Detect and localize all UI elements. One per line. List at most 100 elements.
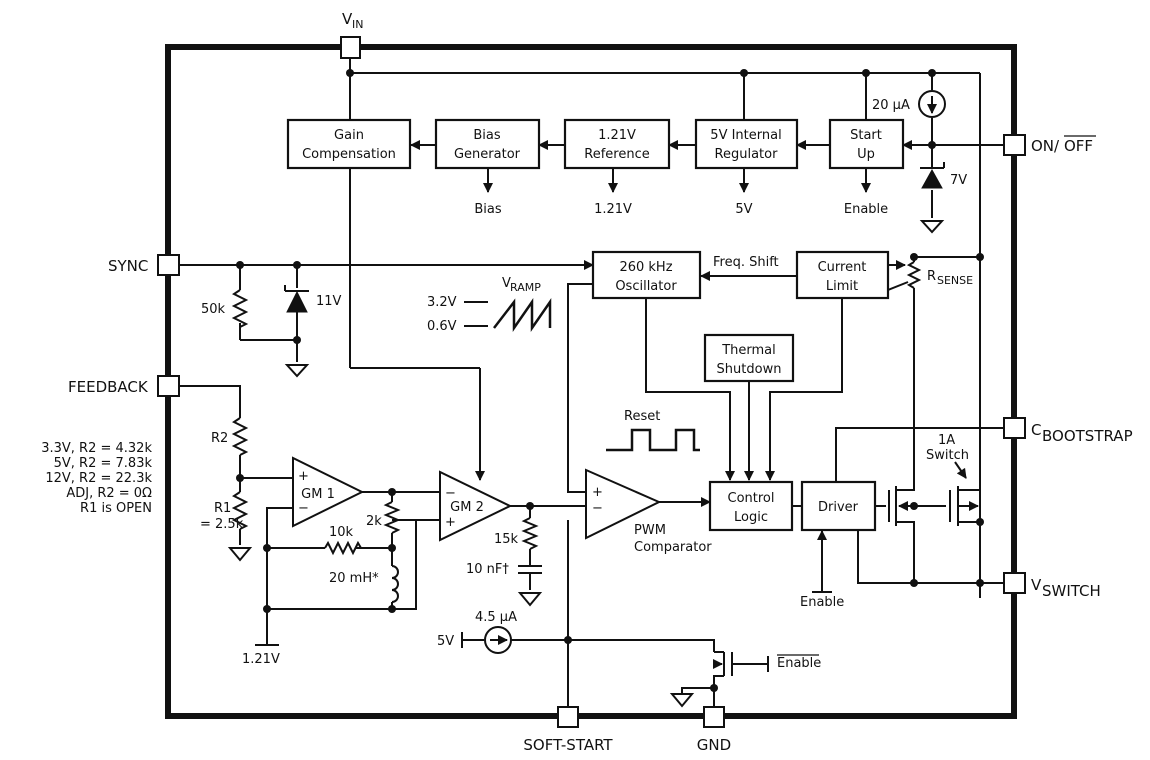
label-switch: Switch bbox=[926, 448, 969, 463]
gm1-amplifier: GM 1 + − bbox=[292, 456, 365, 528]
pin-cbootstrap: C BOOTSTRAP bbox=[1003, 417, 1133, 445]
svg-text:Reference: Reference bbox=[584, 147, 649, 162]
svg-text:IN: IN bbox=[352, 18, 363, 31]
control-logic-block: Control Logic bbox=[708, 480, 794, 532]
label-1-21v-bottom: 1.21V bbox=[242, 652, 280, 667]
svg-text:Logic: Logic bbox=[734, 510, 768, 525]
svg-text:ADJ, R2 = 0Ω: ADJ, R2 = 0Ω bbox=[66, 486, 152, 501]
svg-text:SWITCH: SWITCH bbox=[1042, 582, 1101, 600]
pin-vswitch: V SWITCH bbox=[1003, 572, 1101, 600]
svg-text:Compensation: Compensation bbox=[302, 147, 396, 162]
internal-regulator-block: 5V Internal Regulator bbox=[694, 118, 799, 170]
svg-text:RAMP: RAMP bbox=[510, 281, 541, 294]
svg-text:GM 2: GM 2 bbox=[450, 500, 484, 515]
svg-text:GND: GND bbox=[697, 736, 731, 754]
svg-text:Limit: Limit bbox=[826, 279, 858, 294]
svg-text:−: − bbox=[445, 486, 456, 501]
label-r1-value: = 2.5k bbox=[200, 517, 244, 532]
svg-text:R1 is OPEN: R1 is OPEN bbox=[80, 501, 152, 516]
svg-text:C: C bbox=[1031, 421, 1041, 439]
svg-text:SYNC: SYNC bbox=[108, 257, 148, 275]
svg-text:Gain: Gain bbox=[334, 128, 364, 143]
zener-11v bbox=[284, 285, 309, 313]
svg-text:V: V bbox=[1031, 576, 1042, 594]
label-pwm: PWM bbox=[634, 523, 666, 538]
label-20mh: 20 mH* bbox=[329, 571, 379, 586]
svg-text:0.6V: 0.6V bbox=[427, 319, 457, 334]
thermal-shutdown-block: Thermal Shutdown bbox=[703, 333, 795, 383]
feedback-network bbox=[179, 385, 440, 646]
label-20ua: 20 μA bbox=[872, 98, 910, 113]
label-bias-out: Bias bbox=[474, 202, 501, 217]
pwm-comparator: + − bbox=[585, 468, 662, 540]
svg-text:ON/: ON/ bbox=[1031, 137, 1060, 155]
label-50k: 50k bbox=[201, 302, 226, 317]
gain-compensation-block: Gain Compensation bbox=[286, 118, 412, 170]
svg-text:1.21V: 1.21V bbox=[598, 128, 636, 143]
svg-text:Generator: Generator bbox=[454, 147, 521, 162]
pin-feedback: FEEDBACK bbox=[68, 375, 180, 397]
reference-block: 1.21V Reference bbox=[563, 118, 671, 170]
driver-block: Driver bbox=[800, 480, 877, 532]
svg-text:V: V bbox=[342, 10, 353, 28]
svg-text:GM 1: GM 1 bbox=[301, 487, 335, 502]
sync-wiring bbox=[179, 260, 594, 378]
svg-text:3.2V: 3.2V bbox=[427, 295, 457, 310]
label-10k: 10k bbox=[329, 525, 354, 540]
svg-text:Driver: Driver bbox=[818, 500, 859, 515]
pin-vin: V IN bbox=[340, 10, 363, 59]
svg-text:−: − bbox=[592, 501, 603, 516]
compensation-and-pwm-wiring bbox=[510, 283, 711, 707]
current-source-20ua bbox=[918, 90, 946, 118]
svg-text:+: + bbox=[298, 469, 309, 484]
svg-text:5V, R2 = 7.83k: 5V, R2 = 7.83k bbox=[54, 456, 153, 471]
svg-text:BOOTSTRAP: BOOTSTRAP bbox=[1042, 427, 1133, 445]
label-5v-soft: 5V bbox=[437, 634, 454, 649]
label-reset: Reset bbox=[624, 409, 660, 424]
svg-text:Shutdown: Shutdown bbox=[717, 362, 782, 377]
label-7v: 7V bbox=[950, 173, 967, 188]
svg-text:+: + bbox=[445, 515, 456, 530]
label-rsense-sub: SENSE bbox=[937, 274, 973, 287]
svg-text:SOFT-START: SOFT-START bbox=[523, 736, 613, 754]
svg-text:Up: Up bbox=[857, 147, 875, 162]
svg-text:−: − bbox=[298, 501, 309, 516]
gm2-amplifier: GM 2 − + bbox=[439, 470, 513, 542]
top-dots bbox=[346, 69, 936, 149]
label-1a: 1A bbox=[938, 433, 955, 448]
label-r2: R2 bbox=[211, 431, 228, 446]
r2-table: 3.3V, R2 = 4.32k 5V, R2 = 7.83k 12V, R2 … bbox=[41, 441, 152, 516]
control-logic-inputs bbox=[645, 298, 843, 481]
rsense-resistor bbox=[887, 256, 980, 470]
label-enable-driver: Enable bbox=[800, 595, 844, 610]
zener-7v bbox=[920, 162, 945, 189]
svg-text:V: V bbox=[502, 276, 511, 291]
output-stage-wiring bbox=[792, 427, 1004, 593]
label-4-5ua: 4.5 μA bbox=[475, 610, 517, 625]
current-limit-block: Current Limit bbox=[795, 250, 890, 300]
label-rsense: R bbox=[927, 269, 936, 284]
soft-start-circuit bbox=[461, 626, 769, 708]
svg-text:3.3V, R2 = 4.32k: 3.3V, R2 = 4.32k bbox=[41, 441, 152, 456]
label-10nf: 10 nF† bbox=[466, 562, 509, 577]
svg-text:260 kHz: 260 kHz bbox=[619, 260, 672, 275]
svg-text:Start: Start bbox=[850, 128, 882, 143]
label-15k: 15k bbox=[494, 532, 519, 547]
label-11v: 11V bbox=[316, 294, 342, 309]
oscillator-block: 260 kHz Oscillator bbox=[591, 250, 702, 300]
label-enable-bar: Enable bbox=[777, 656, 821, 671]
svg-text:5V Internal: 5V Internal bbox=[710, 128, 781, 143]
label-freq-shift: Freq. Shift bbox=[713, 255, 779, 270]
svg-text:+: + bbox=[592, 485, 603, 500]
vramp-waveform: V RAMP 3.2V 0.6V bbox=[427, 276, 552, 334]
pin-sync: SYNC bbox=[108, 254, 180, 276]
svg-text:Thermal: Thermal bbox=[721, 343, 776, 358]
pin-on-off: ON/ OFF bbox=[1003, 134, 1096, 156]
top-wiring bbox=[349, 58, 1004, 598]
svg-text:Bias: Bias bbox=[473, 128, 500, 143]
reset-waveform bbox=[606, 428, 700, 452]
label-reg-out: 5V bbox=[735, 202, 752, 217]
svg-text:12V, R2 = 22.3k: 12V, R2 = 22.3k bbox=[45, 471, 152, 486]
pin-soft-start: SOFT-START bbox=[523, 706, 613, 754]
